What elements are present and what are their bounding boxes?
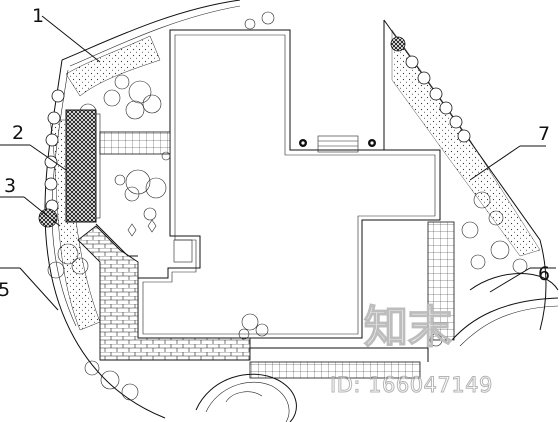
garden-east [383, 19, 547, 331]
accent-plants [161, 151, 443, 347]
entry-steps [317, 135, 359, 153]
pergola-strip [65, 109, 97, 223]
callout-label-1: 1 [32, 5, 44, 27]
terrace-tiles-east [427, 221, 455, 341]
shrub-cluster-east [461, 191, 528, 274]
callout-label-7: 7 [538, 123, 550, 145]
paving-diagonal [95, 223, 138, 257]
callout-label-2: 2 [12, 122, 24, 144]
brick-path-west [77, 225, 251, 361]
pergola-posts [95, 113, 101, 219]
entry-lamps [299, 139, 376, 147]
tree-row-east [390, 36, 471, 143]
shrub-cluster-west [47, 11, 275, 401]
terrace-tiles-north [99, 131, 171, 155]
callout-label-5: 5 [0, 279, 10, 301]
callout-label-3: 3 [4, 175, 16, 197]
watermark-brand: 知末 [364, 302, 452, 353]
courtyard-trees [114, 169, 167, 237]
watermark-id: ID: 166047149 [330, 373, 493, 397]
small-planter [173, 239, 193, 263]
callout-label-6: 6 [538, 263, 550, 285]
terrace-tiles-south [249, 361, 421, 379]
tree-row-west [38, 89, 65, 228]
curved-garden-south [195, 373, 297, 422]
south-edge [250, 347, 429, 362]
callout-leaders [0, 15, 556, 311]
